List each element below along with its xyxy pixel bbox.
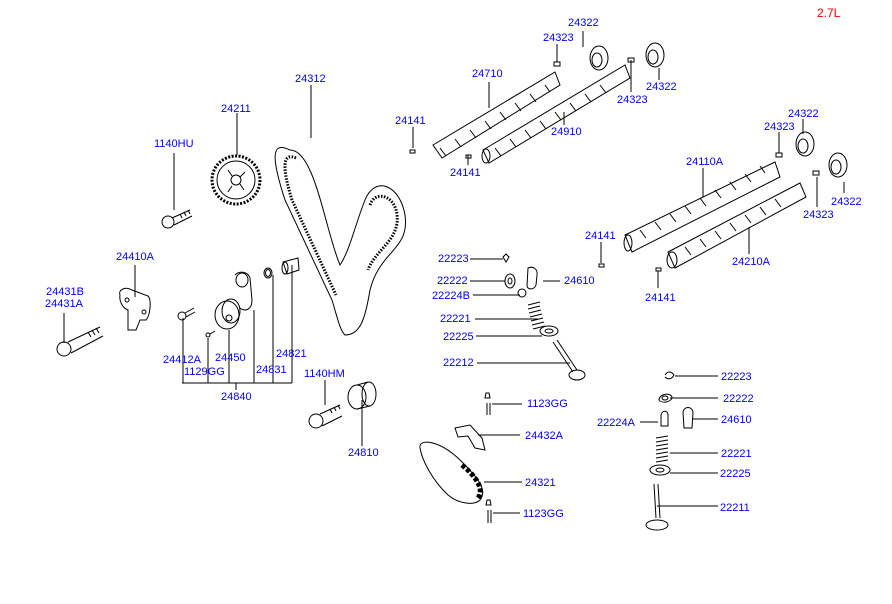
part-label-24141-a[interactable]: 24141 [395,115,426,127]
part-label-22225-b[interactable]: 22225 [720,468,751,480]
timing-belt-24312 [274,147,407,336]
part-label-24432A[interactable]: 24432A [525,430,563,442]
part-label-24610-b[interactable]: 24610 [721,414,752,426]
camshafts-lower [598,131,848,272]
part-label-24323-d[interactable]: 24323 [803,209,834,221]
part-label-24910[interactable]: 24910 [551,126,582,138]
tensioner-bracket-24410A [119,287,151,331]
part-label-22212[interactable]: 22212 [443,357,474,369]
part-label-22225-a[interactable]: 22225 [443,331,474,343]
bolt-1140HU [161,209,193,229]
part-label-22223-a[interactable]: 22223 [438,253,469,265]
valve-train-lower [645,371,694,531]
part-label-1129GG[interactable]: 1129GG [184,366,225,378]
part-label-22221-a[interactable]: 22221 [440,313,471,325]
part-label-22211[interactable]: 22211 [720,502,750,514]
part-label-22221-b[interactable]: 22221 [721,448,752,460]
leader-lines [63,31,845,514]
part-label-22222-b[interactable]: 22222 [723,393,754,405]
part-label-24431B[interactable]: 24431B [46,286,84,298]
part-label-22224A[interactable]: 22224A [597,417,635,429]
part-label-24141-d[interactable]: 24141 [645,292,676,304]
part-label-1140HM[interactable]: 1140HM [304,368,345,380]
part-label-24831[interactable]: 24831 [256,364,287,376]
part-label-22223-b[interactable]: 22223 [721,371,752,383]
part-label-1123GG-a[interactable]: 1123GG [527,398,568,410]
part-label-22222-a[interactable]: 22222 [437,275,468,287]
part-label-1140HU[interactable]: 1140HU [154,138,194,150]
part-label-1123GG-b[interactable]: 1123GG [523,508,564,520]
part-label-24410A[interactable]: 24410A [116,251,154,263]
engine-label: 2.7L [817,6,841,20]
chain-assembly [419,392,492,523]
part-label-24322-a[interactable]: 24322 [568,17,599,29]
part-label-24810[interactable]: 24810 [348,447,379,459]
part-label-22224B[interactable]: 22224B [432,290,470,302]
part-label-24323-b[interactable]: 24323 [617,94,648,106]
part-label-24412A[interactable]: 24412A [163,354,201,366]
cam-sprocket-24211 [210,154,262,206]
part-label-24431A[interactable]: 24431A [45,298,83,310]
valve-train-upper [502,253,586,381]
part-label-24141-b[interactable]: 24141 [450,167,481,179]
tensioner-assembly [177,257,300,338]
camshafts-upper [409,42,665,164]
part-label-24323-a[interactable]: 24323 [543,32,574,44]
part-label-24840[interactable]: 24840 [221,391,252,403]
part-label-24110A[interactable]: 24110A [686,156,724,168]
part-label-24322-c[interactable]: 24322 [788,108,819,120]
part-label-24322-d[interactable]: 24322 [831,196,862,208]
part-label-24821[interactable]: 24821 [276,348,307,360]
bolt-24431 [56,326,104,357]
part-label-24710[interactable]: 24710 [472,68,503,80]
part-label-24323-c[interactable]: 24323 [764,121,795,133]
idler-assembly [308,381,377,429]
part-label-24322-b[interactable]: 24322 [646,81,677,93]
part-label-24610-a[interactable]: 24610 [564,275,595,287]
part-label-24321[interactable]: 24321 [525,477,556,489]
part-label-24312[interactable]: 24312 [295,73,326,85]
part-label-24141-c[interactable]: 24141 [585,230,616,242]
part-label-24210A[interactable]: 24210A [732,256,770,268]
part-label-24211[interactable]: 24211 [221,103,251,115]
part-label-24450[interactable]: 24450 [215,352,246,364]
